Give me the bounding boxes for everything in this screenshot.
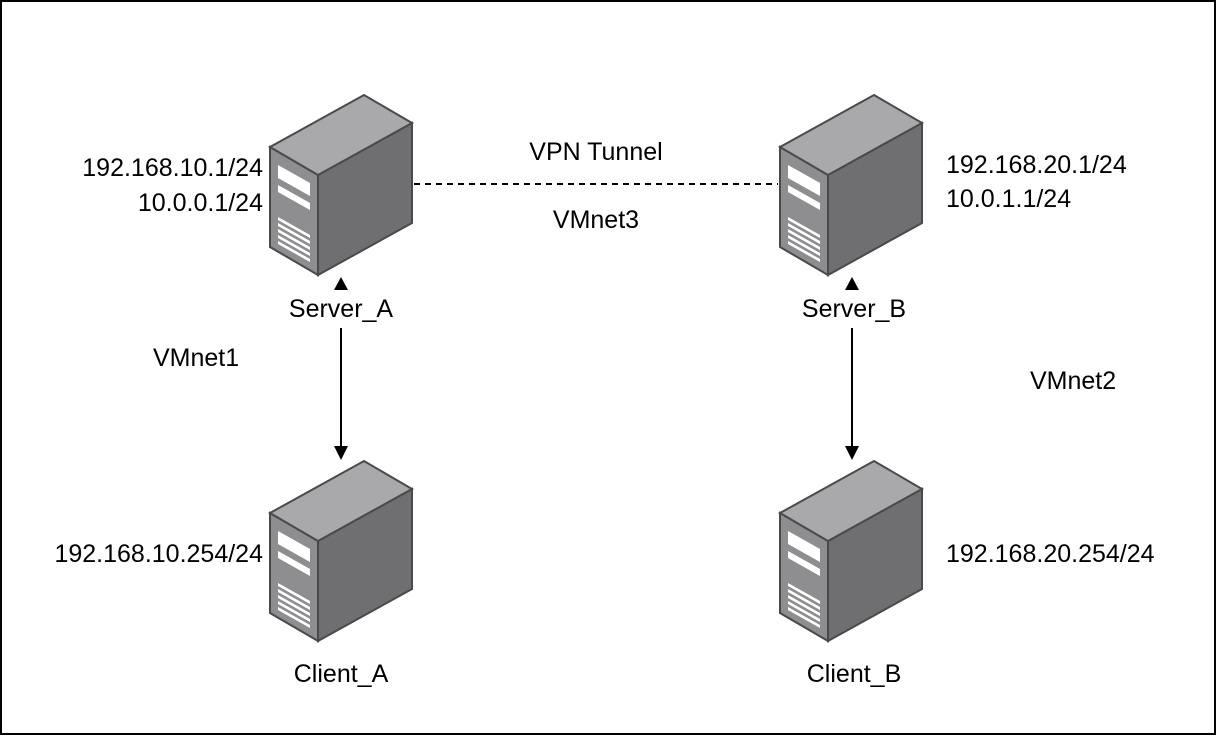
server-a-ip-1: 192.168.10.1/24 bbox=[82, 154, 263, 182]
vmnet1-label: VMnet1 bbox=[153, 344, 240, 372]
server-a-name[interactable]: Server_A bbox=[288, 295, 394, 323]
server-b-name[interactable]: Server_B bbox=[801, 295, 907, 323]
vpn-tunnel-label: VPN Tunnel bbox=[529, 138, 663, 166]
client-b-name[interactable]: Client_B bbox=[806, 660, 902, 688]
server-a-ip-2: 10.0.0.1/24 bbox=[137, 189, 263, 217]
vmnet1-arrow-down bbox=[334, 446, 348, 460]
vmnet1-arrow-up bbox=[334, 277, 348, 290]
vmnet2-arrow-down bbox=[845, 446, 859, 460]
vmnet2-arrow-up bbox=[845, 277, 859, 290]
client-a-name[interactable]: Client_A bbox=[293, 660, 389, 688]
server-b-ip-2: 10.0.1.1/24 bbox=[946, 185, 1072, 213]
vmnet2-label: VMnet2 bbox=[1030, 367, 1117, 395]
client-a-ip: 192.168.10.254/24 bbox=[54, 540, 263, 568]
client-b-ip: 192.168.20.254/24 bbox=[946, 540, 1155, 568]
server-b-ip-1: 192.168.20.1/24 bbox=[946, 151, 1127, 179]
client-b-icon[interactable] bbox=[779, 460, 923, 642]
server-a-icon[interactable] bbox=[269, 94, 413, 276]
client-a-icon[interactable] bbox=[269, 460, 413, 642]
vmnet3-label: VMnet3 bbox=[552, 206, 640, 234]
server-b-icon[interactable] bbox=[779, 94, 923, 276]
